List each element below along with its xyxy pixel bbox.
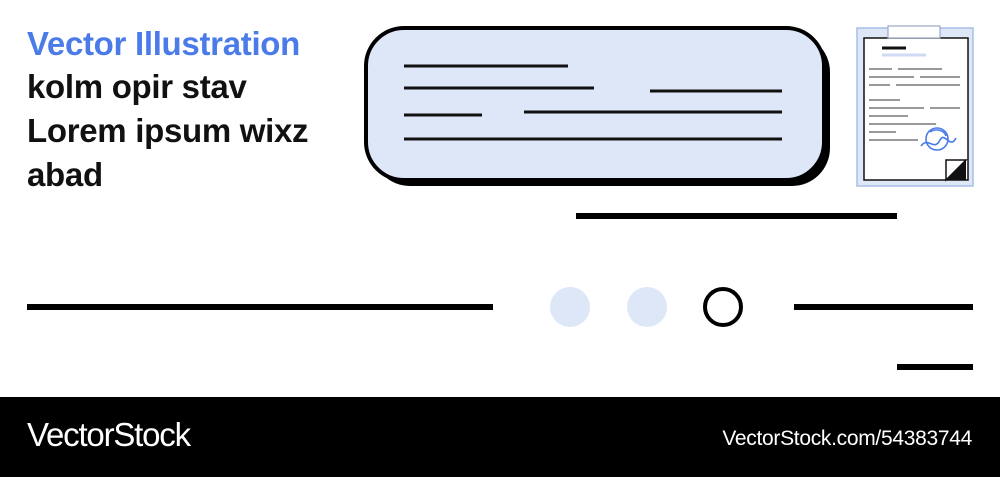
dot-1 <box>550 287 590 327</box>
headline: Vector Illustration kolm opir stav Lorem… <box>27 22 357 197</box>
footer-bar: VectorStock VectorStock.com/54383744 <box>0 397 1000 477</box>
footer-logo: VectorStock <box>27 416 191 453</box>
headline-line-4: abad <box>27 156 103 193</box>
footer-url: VectorStock.com/54383744 <box>722 427 972 450</box>
signature-stamp-icon <box>920 127 957 151</box>
headline-title: Vector Illustration <box>27 25 301 62</box>
ring <box>703 287 743 327</box>
headline-line-3: Lorem ipsum wixz <box>27 112 309 149</box>
dot-2 <box>627 287 667 327</box>
decorative-lines <box>27 213 973 370</box>
headline-line-2: kolm opir stav <box>27 68 247 105</box>
document-icon <box>856 25 974 187</box>
illustration <box>27 25 974 370</box>
chat-bubble-icon <box>364 26 830 186</box>
